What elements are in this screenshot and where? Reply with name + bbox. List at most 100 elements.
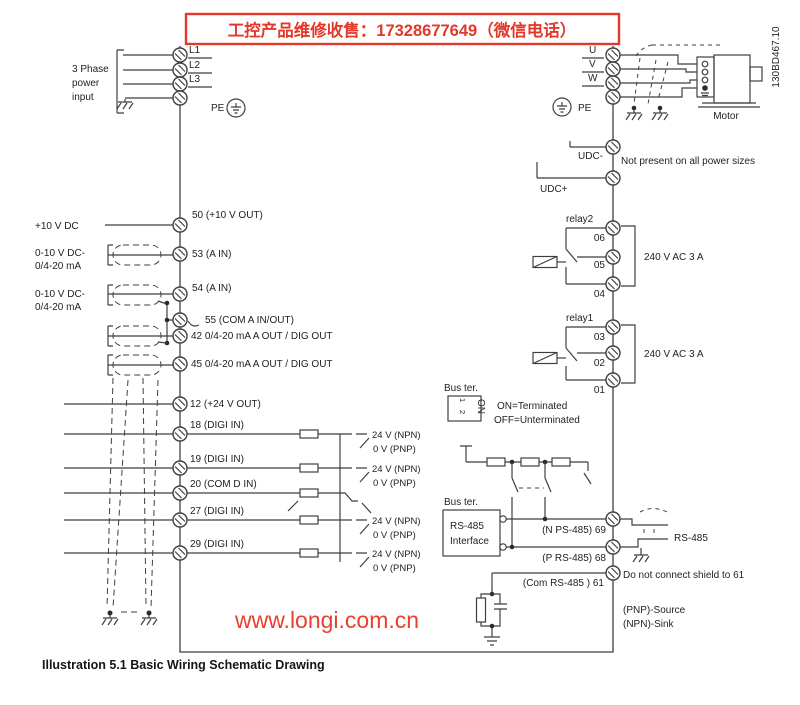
bus-ter-off-text: OFF=Unterminated (494, 415, 580, 426)
relay1-rating: 240 V AC 3 A (644, 349, 704, 360)
dip-on: ON (475, 399, 486, 414)
label-udc-plus: UDC+ (540, 184, 568, 195)
label-t61: (Com RS-485 ) 61 (523, 578, 605, 589)
chassis-ground-icon (116, 98, 134, 110)
label-t12: 12 (+24 V OUT) (190, 399, 261, 410)
terminal-06 (605, 220, 621, 236)
label-t29: 29 (DIGI IN) (190, 539, 244, 550)
label-t53: 53 (A IN) (192, 249, 231, 260)
dip-1: 1 (458, 398, 467, 402)
relay1-section: relay1 240 V AC 3 A 03 02 01 (532, 313, 704, 396)
motor-shield-ground-icon-2 (651, 109, 669, 121)
label-t45: 45 0/4-20 mA A OUT / DIG OUT (191, 359, 333, 370)
label-pnp-19: 0 V (PNP) (373, 478, 416, 489)
label-ain2-2: 0/4-20 mA (35, 302, 81, 313)
label-npn-19: 24 V (NPN) (372, 464, 421, 475)
label-npn-18: 24 V (NPN) (372, 430, 421, 441)
terminal-54 (172, 286, 188, 302)
dip-2: 2 (458, 410, 467, 414)
resistor-icon-18 (299, 429, 319, 439)
terminal-20 (172, 485, 188, 501)
terminal-l2 (172, 62, 188, 78)
label-l1: L1 (189, 45, 201, 56)
rs485-box-line1: RS-485 (450, 521, 484, 532)
label-t20: 20 (COM D IN) (190, 479, 257, 490)
bus-ter-label: Bus ter. (444, 383, 478, 394)
label-l2: L2 (189, 60, 201, 71)
relay2-name: relay2 (566, 214, 594, 225)
ad-banner: 工控产品维修收售：17328677649（微信电话） (184, 12, 621, 46)
terminal-pe-left (172, 90, 188, 106)
label-w: W (588, 73, 598, 84)
label-pnp-27: 0 V (PNP) (373, 530, 416, 541)
terminal-udc-plus (605, 170, 621, 186)
terminal-55 (172, 312, 188, 328)
label-udc-minus: UDC- (578, 151, 603, 162)
dip-switch-icon (447, 395, 482, 422)
ad-banner-text: 工控产品维修收售：17328677649（微信电话） (228, 20, 576, 40)
relay2-t05: 05 (594, 260, 606, 271)
rs485-interface-box (442, 509, 501, 557)
label-t54: 54 (A IN) (192, 283, 231, 294)
website-watermark: www.longi.com.cn (234, 607, 419, 633)
figure-caption: Illustration 5.1 Basic Wiring Schematic … (42, 658, 325, 672)
terminal-42 (172, 328, 188, 344)
motor-label: Motor (713, 111, 739, 122)
terminal-l1 (172, 47, 188, 63)
label-ain1-1: 0-10 V DC- (35, 248, 85, 259)
terminal-27 (172, 512, 188, 528)
label-t69: (N PS-485) 69 (542, 525, 606, 536)
relay2-t06: 06 (594, 233, 606, 244)
terminal-03 (605, 319, 621, 335)
terminal-w (605, 75, 621, 91)
phase-input-label-1: 3 Phase (72, 64, 109, 75)
terminal-05 (605, 249, 621, 265)
digital-io-section: 12 (+24 V OUT) 18 (DIGI IN) 24 V (NPN) 0… (64, 377, 421, 626)
rs485-bus-ter-label: Bus ter. (444, 497, 478, 508)
label-t19: 19 (DIGI IN) (190, 454, 244, 465)
udc-note: Not present on all power sizes (621, 156, 755, 167)
label-t42: 42 0/4-20 mA A OUT / DIG OUT (191, 331, 333, 342)
label-t50: 50 (+10 V OUT) (192, 210, 263, 221)
rs485-bus-label: RS-485 (674, 533, 708, 544)
relay2-section: relay2 240 V AC 3 A 06 05 04 (532, 214, 704, 300)
terminal-02 (605, 345, 621, 361)
resistor-icon-29 (299, 548, 319, 558)
label-l3: L3 (189, 74, 201, 85)
terminal-04 (605, 276, 621, 292)
terminal-69 (605, 511, 621, 527)
motor-body (713, 54, 751, 104)
terminal-udc-minus (605, 139, 621, 155)
phase-input-section: 3 Phase power input L1 L2 L3 PE (72, 45, 246, 118)
terminal-29 (172, 545, 188, 561)
motor-output-section: U V W PE Motor (552, 44, 763, 122)
label-npn-27: 24 V (NPN) (372, 516, 421, 527)
resistor-icon-r1 (486, 457, 506, 467)
label-ain1-2: 0/4-20 mA (35, 261, 81, 272)
label-t55: 55 (COM A IN/OUT) (205, 315, 294, 326)
npn-sink-label: (NPN)-Sink (623, 619, 675, 630)
rs485-section: Bus ter. RS-485 Interface (N PS-485) 69 … (442, 445, 745, 646)
terminal-19 (172, 460, 188, 476)
relay2-t04: 04 (594, 289, 606, 300)
terminal-l3 (172, 76, 188, 92)
relay1-name: relay1 (566, 313, 594, 324)
label-v: V (589, 59, 596, 70)
relay1-coil-icon (532, 351, 558, 365)
resistor-icon-r3 (551, 457, 571, 467)
label-pe-left: PE (211, 103, 225, 114)
terminal-pe-right (605, 89, 621, 105)
terminal-v (605, 61, 621, 77)
relay1-t03: 03 (594, 332, 606, 343)
label-pe-right: PE (578, 103, 592, 114)
shielded-cable-icon-54 (107, 284, 162, 306)
rs485-shield-ground-icon (632, 551, 650, 563)
terminal-01 (605, 372, 621, 388)
motor-shield-ground-icon-1 (625, 109, 643, 121)
label-ain2-1: 0-10 V DC- (35, 289, 85, 300)
shield-ground-icon-2 (140, 614, 158, 626)
shield-ground-icon-1 (101, 614, 119, 626)
phase-input-label-2: power (72, 78, 100, 89)
